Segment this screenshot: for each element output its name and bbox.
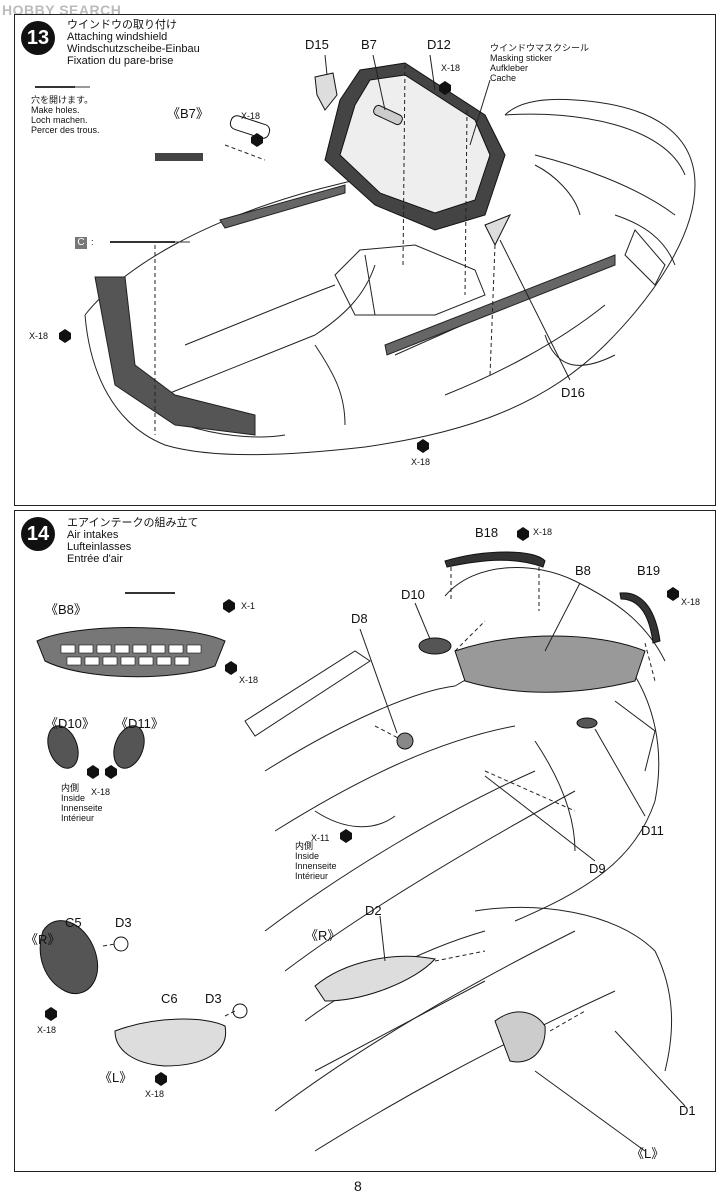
hole-note-en: Make holes. [31, 105, 80, 115]
part-label-d3-a: D3 [115, 915, 132, 930]
part-label-d12: D12 [427, 37, 451, 52]
part-tag-c-colon: : [91, 237, 94, 247]
hole-note-jp: 穴を開けます。 [31, 95, 94, 105]
screw-x1: X-1 [241, 601, 256, 611]
part-label-r-a: 《R》 [25, 932, 61, 947]
inside-note-b: 内側 Inside Innenseite Intérieur [295, 841, 337, 881]
step-13-panel: 13 ウインドウの取り付け Attaching windshield Winds… [14, 14, 716, 506]
screw-x11: X-11 [311, 833, 330, 843]
hole-note-de: Loch machen. [31, 115, 88, 125]
part-label-b7-bracket: 《B7》 [167, 106, 209, 121]
screw-x18-b18: X-18 [533, 527, 553, 537]
inside-note-a-en: Inside [61, 793, 86, 803]
screw-x18-c5: X-18 [37, 1025, 57, 1035]
part-label-d11-bracket: 《D11》 [115, 716, 164, 731]
part-label-d8: D8 [351, 611, 368, 626]
screw-x18-b7: X-18 [241, 111, 261, 121]
part-label-b19: B19 [637, 563, 661, 578]
inside-note-b-fr: Intérieur [295, 871, 329, 881]
part-label-d16: D16 [561, 385, 585, 400]
step-14-title-de: Lufteinlasses [67, 541, 132, 553]
part-label-b7: B7 [361, 37, 377, 52]
step-14-panel: 14 エアインテークの組み立て Air intakes Lufteinlasse… [14, 510, 716, 1172]
screw-x18-bottom: X-18 [411, 457, 431, 467]
part-label-r-b: 《R》 [305, 928, 341, 943]
inside-note-a-de: Innenseite [61, 803, 103, 813]
part-tag-c: C [75, 237, 87, 249]
part-label-d2: D2 [365, 903, 382, 918]
page-number: 8 [354, 1178, 362, 1194]
inside-note-b-jp: 内側 [295, 841, 314, 851]
step-14-illustration [36, 527, 686, 1152]
part-label-c5: C5 [65, 915, 82, 930]
inside-note-a-fr: Intérieur [61, 813, 95, 823]
part-label-d10: D10 [401, 587, 425, 602]
masking-note-en: Masking sticker [490, 53, 553, 63]
part-label-d15: D15 [305, 37, 329, 52]
masking-note-fr: Cache [490, 73, 517, 83]
masking-note-de: Aufkleber [490, 63, 529, 73]
part-label-l-b: 《L》 [631, 1146, 665, 1161]
inside-note-a-jp: 内側 [61, 783, 80, 793]
step-14-number: 14 [21, 517, 55, 551]
screw-x18-b8: X-18 [239, 675, 259, 685]
part-label-l-a: 《L》 [99, 1070, 133, 1085]
inside-note-a: 内側 Inside Innenseite Intérieur [61, 783, 103, 823]
part-label-d11: D11 [641, 823, 664, 838]
step-13-titles: ウインドウの取り付け Attaching windshield Windschu… [67, 19, 200, 67]
step-13-title-fr: Fixation du pare-brise [67, 55, 174, 67]
part-label-d9: D9 [589, 861, 606, 876]
step-14-title-en: Air intakes [67, 529, 119, 541]
step-13-title-en: Attaching windshield [67, 31, 168, 43]
part-label-d10-bracket: 《D10》 [45, 716, 95, 731]
part-label-b18: B18 [475, 525, 499, 540]
step-14-titles: エアインテークの組み立て Air intakes Lufteinlasses E… [67, 517, 198, 565]
part-label-b8-bracket: 《B8》 [45, 602, 87, 617]
step-14-title-jp: エアインテークの組み立て [67, 517, 199, 529]
step-13-illustration [35, 54, 696, 456]
hole-note: 穴を開けます。 Make holes. Loch machen. Percer … [31, 95, 100, 135]
inside-note-b-de: Innenseite [295, 861, 337, 871]
part-label-b8: B8 [575, 563, 591, 578]
screw-x18-top: X-18 [441, 63, 461, 73]
screw-x18-left: X-18 [29, 331, 49, 341]
step-14-title-fr: Entrée d'air [67, 553, 123, 565]
masking-note: ウインドウマスクシール Masking sticker Aufkleber Ca… [490, 43, 589, 83]
screw-x18-d10: X-18 [91, 787, 111, 797]
part-tag-c-text: C [77, 237, 85, 248]
inside-note-b-en: Inside [295, 851, 320, 861]
screw-x18-c6: X-18 [145, 1089, 165, 1099]
step-13-title-jp: ウインドウの取り付け [67, 19, 177, 31]
hole-note-fr: Percer des trous. [31, 125, 100, 135]
part-label-d3-b: D3 [205, 991, 222, 1006]
masking-note-jp: ウインドウマスクシール [490, 43, 590, 53]
part-label-c6: C6 [161, 991, 178, 1006]
screw-x18-b19: X-18 [681, 597, 701, 607]
step-13-title-de: Windschutzscheibe-Einbau [67, 43, 200, 55]
step-13-number: 13 [21, 21, 55, 55]
part-label-d1: D1 [679, 1103, 696, 1118]
